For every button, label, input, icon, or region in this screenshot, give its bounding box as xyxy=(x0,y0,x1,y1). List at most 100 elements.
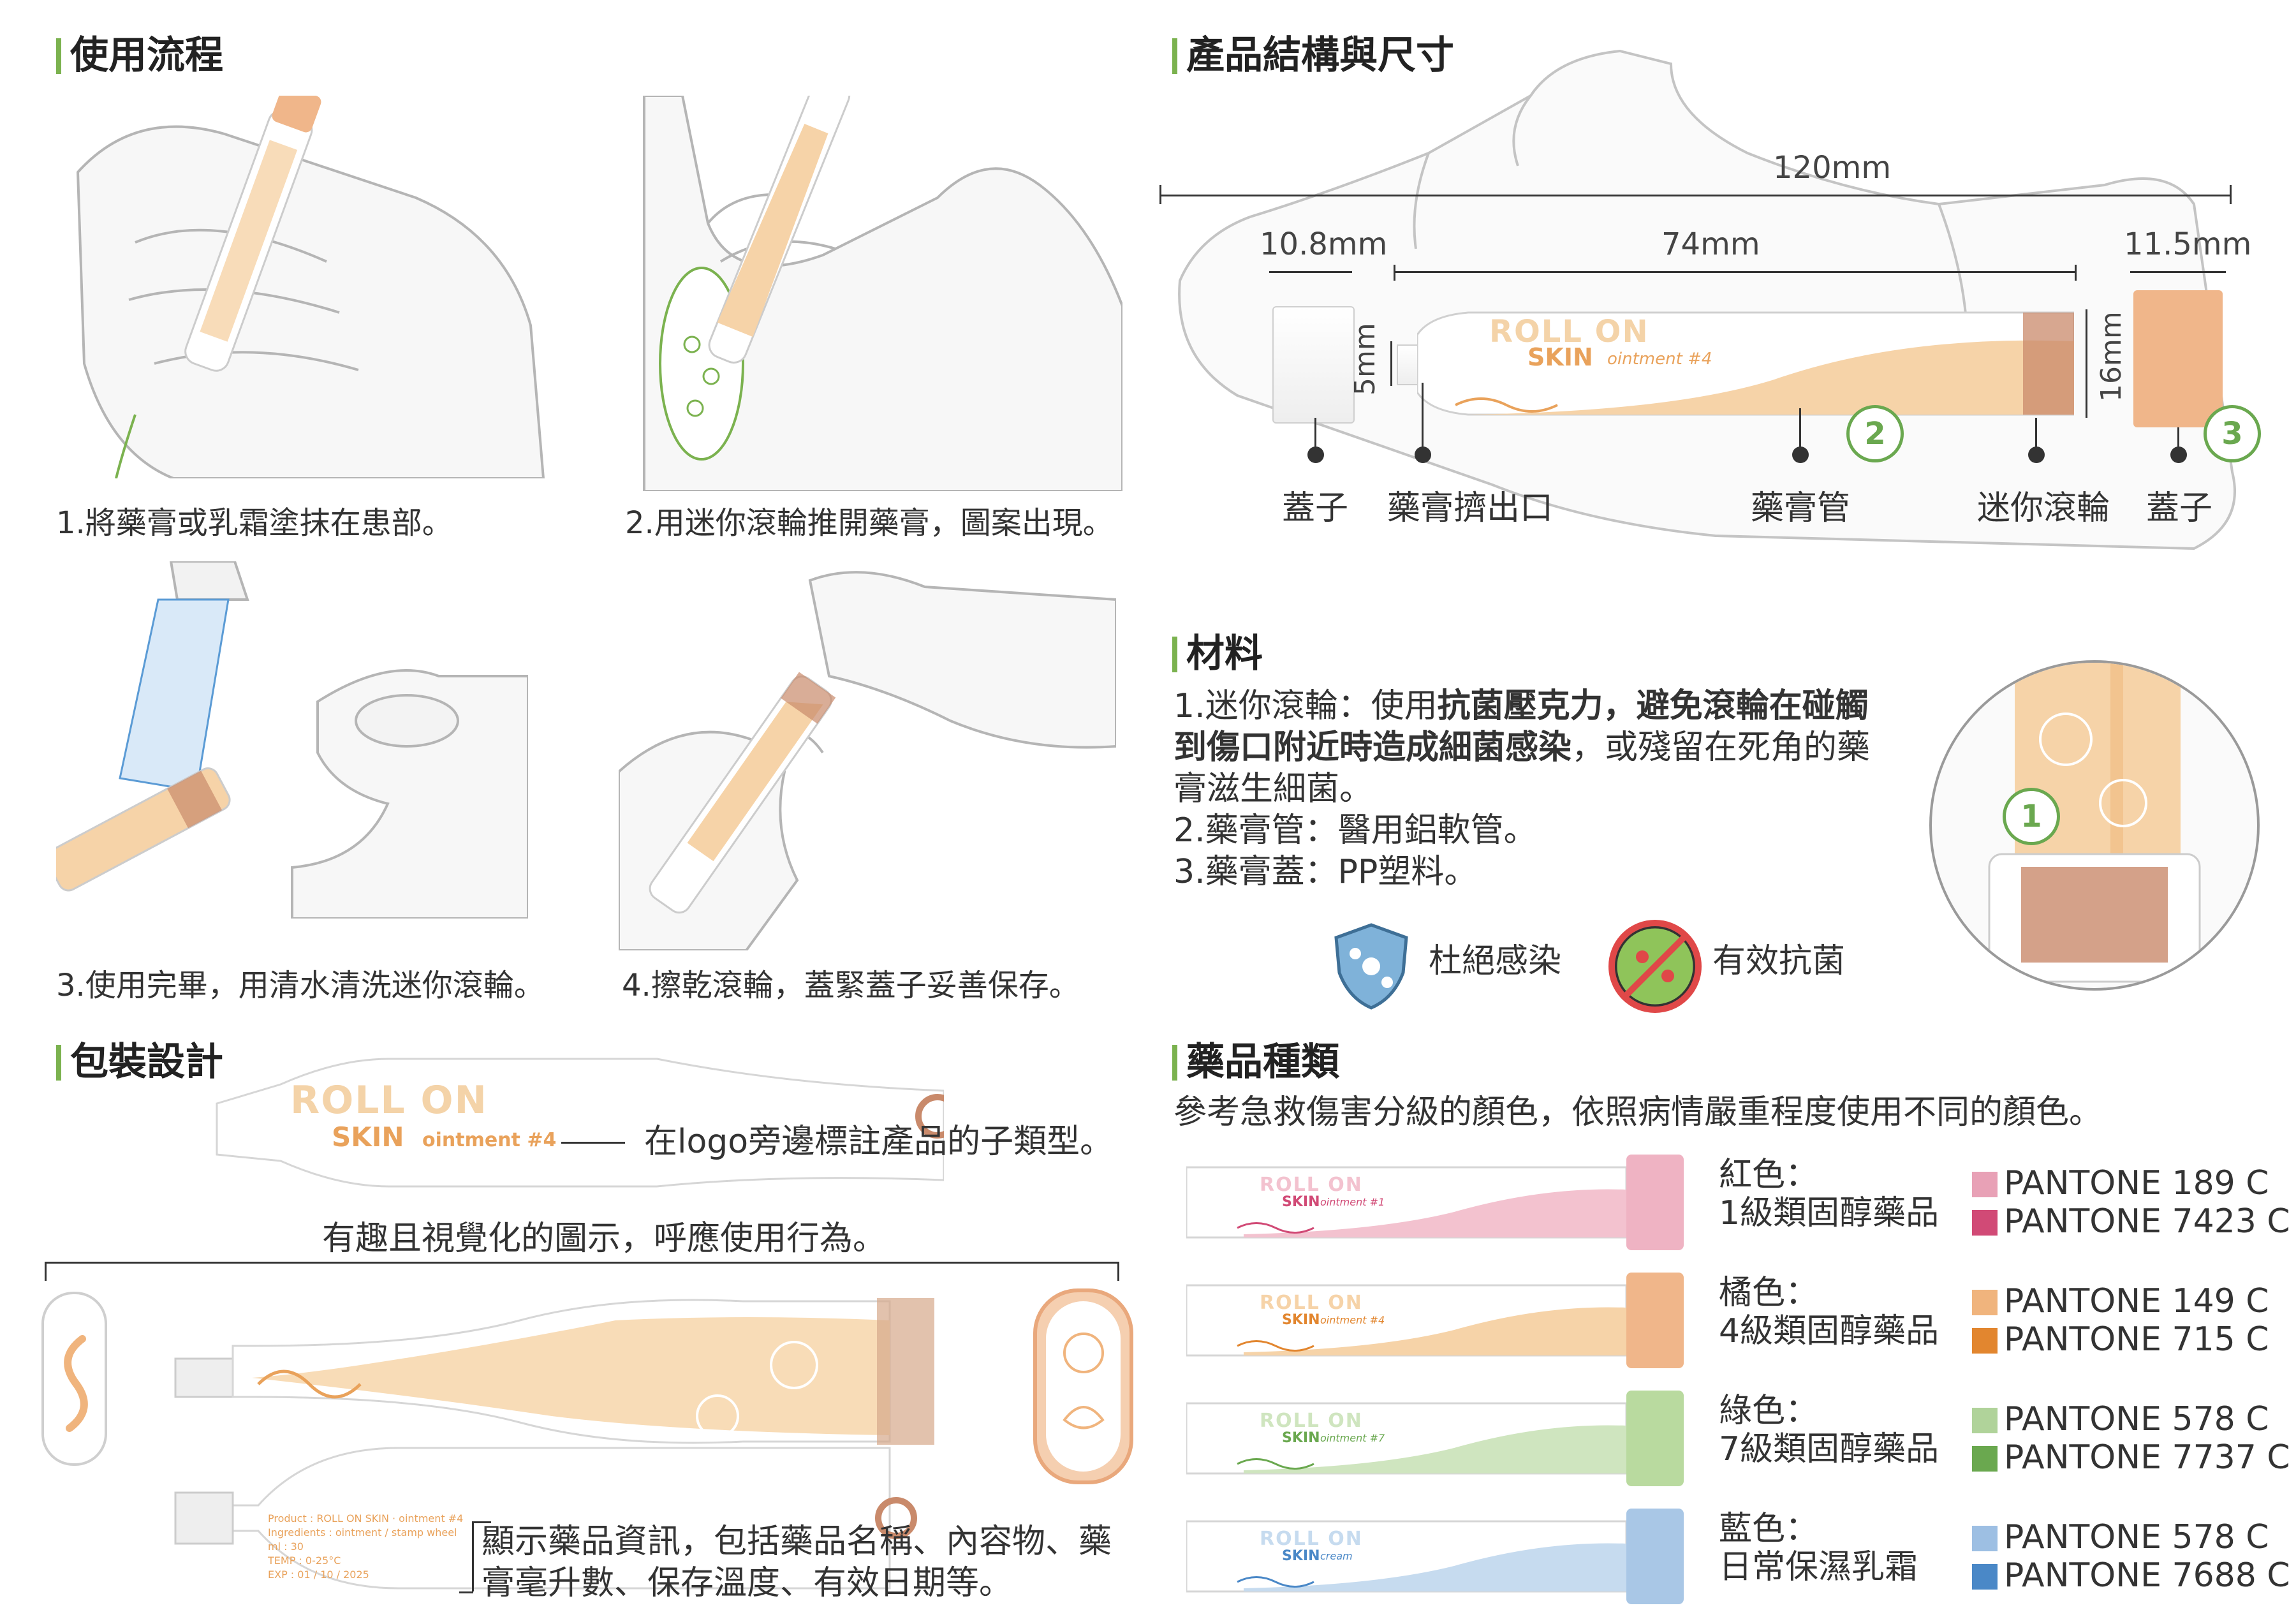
pointer-line xyxy=(459,1591,473,1593)
pointer-line xyxy=(1314,418,1316,450)
pointer-line xyxy=(2035,418,2037,450)
pantone-label: PANTONE 149 C xyxy=(2004,1282,2269,1320)
material-line-3: 膏滋生細菌。 xyxy=(1174,770,1373,808)
pantone-swatch xyxy=(1972,1290,1998,1315)
type-color-name: 藍色： xyxy=(1719,1510,1819,1548)
pantone-swatch xyxy=(1972,1210,1998,1236)
pantone-swatch xyxy=(1972,1446,1998,1472)
pkg-logo-skin: SKIN xyxy=(332,1121,404,1153)
pantone-swatch xyxy=(1972,1328,1998,1354)
dim-nozzle: 5mm xyxy=(1349,323,1381,395)
pointer-line xyxy=(472,1521,491,1523)
pointer-line xyxy=(561,1142,625,1144)
section-title-material: 材料 xyxy=(1172,631,1263,676)
pkg-note-subtype: 在logo旁邊標註產品的子類型。 xyxy=(644,1123,1114,1161)
dim-tube-height-line xyxy=(2086,309,2087,418)
dim-line-cap-right xyxy=(2130,271,2226,273)
type-color-name: 橘色： xyxy=(1719,1274,1819,1312)
bracket-tick xyxy=(1117,1262,1119,1281)
pantone-label: PANTONE 7737 C xyxy=(2004,1438,2290,1477)
pkg-note-info-l2: 膏毫升數、保存溫度、有效日期等。 xyxy=(482,1564,1013,1602)
types-intro: 參考急救傷害分級的顏色，依照病情嚴重程度使用不同的顏色。 xyxy=(1174,1093,2103,1132)
type-logo-roll: ROLL ON xyxy=(1260,1410,1363,1432)
type-description: 日常保濕乳霜 xyxy=(1719,1548,1918,1586)
step2-caption: 2.用迷你滾輪推開藥膏，圖案出現。 xyxy=(625,505,1114,541)
dim-line-tube xyxy=(1394,271,2076,273)
nozzle xyxy=(1397,344,1420,385)
shield-icon xyxy=(1330,922,1413,1011)
pantone-label: PANTONE 578 C xyxy=(2004,1400,2269,1438)
pointer-line xyxy=(2177,427,2179,450)
type-logo-sub: ointment #1 xyxy=(1320,1196,1385,1208)
tube-logo-roll: ROLL ON xyxy=(1489,314,1649,350)
pkg-info-block: Product : ROLL ON SKIN · ointment #4 Ing… xyxy=(268,1512,464,1581)
pkg-note-info-l1: 顯示藥品資訊，包括藥品名稱、內容物、藥 xyxy=(482,1523,1112,1561)
pantone-label: PANTONE 7688 C xyxy=(2004,1556,2290,1595)
type-logo-roll: ROLL ON xyxy=(1260,1174,1363,1196)
type-tube xyxy=(1185,1273,1684,1368)
type-tube xyxy=(1185,1391,1684,1486)
step3-illustration xyxy=(46,560,529,920)
pantone-swatch xyxy=(1972,1408,1998,1433)
pantone-label: PANTONE 715 C xyxy=(2004,1320,2269,1359)
type-logo-skin: SKIN xyxy=(1282,1312,1320,1328)
type-logo-sub: cream xyxy=(1320,1550,1353,1562)
pkg-side-badge-left xyxy=(41,1292,107,1466)
step2-illustration xyxy=(631,77,1124,492)
pkg-logo-sub: ointment #4 xyxy=(422,1129,557,1151)
bracket-line xyxy=(45,1262,1119,1264)
section-title-packaging: 包裝設計 xyxy=(56,1040,223,1084)
label-cap-left: 蓋子 xyxy=(1282,489,1349,528)
label-tube: 藥膏管 xyxy=(1751,489,1851,528)
pantone-swatch xyxy=(1972,1526,1998,1551)
type-logo-skin: SKIN xyxy=(1282,1194,1320,1210)
material-line-5: 3.藥膏蓋：PP塑料。 xyxy=(1174,853,1478,891)
left-cap xyxy=(1272,306,1355,424)
type-logo-roll: ROLL ON xyxy=(1260,1528,1363,1550)
tube-logo-skin: SKIN xyxy=(1527,343,1593,371)
type-tube xyxy=(1185,1509,1684,1604)
pantone-label: PANTONE 7423 C xyxy=(2004,1202,2290,1241)
material-line-4: 2.藥膏管：醫用鋁軟管。 xyxy=(1174,811,1537,850)
pointer-line xyxy=(472,1521,474,1591)
type-logo-skin: SKIN xyxy=(1282,1548,1320,1564)
right-cap xyxy=(2133,290,2223,427)
roller-zoom-detail xyxy=(1929,660,2260,991)
section-title-usage: 使用流程 xyxy=(56,33,223,78)
pointer-line xyxy=(1422,383,1424,450)
bracket-tick xyxy=(45,1262,47,1281)
section-title-types: 藥品種類 xyxy=(1172,1040,1339,1084)
type-tube xyxy=(1185,1155,1684,1250)
dim-cap-right: 11.5mm xyxy=(2124,226,2252,262)
callout-1: 1 xyxy=(2003,788,2060,845)
type-logo-skin: SKIN xyxy=(1282,1430,1320,1446)
pantone-label: PANTONE 578 C xyxy=(2004,1518,2269,1556)
dim-tube: 74mm xyxy=(1661,226,1760,262)
step1-caption: 1.將藥膏或乳霜塗抹在患部。 xyxy=(56,505,453,541)
dim-tick xyxy=(2075,265,2077,281)
step3-caption: 3.使用完畢，用清水清洗迷你滾輪。 xyxy=(56,968,545,1003)
section-title-structure: 產品結構與尺寸 xyxy=(1172,33,1454,78)
dim-tube-height: 16mm xyxy=(2095,311,2128,402)
callout-2: 2 xyxy=(1846,405,1904,462)
type-color-name: 綠色： xyxy=(1719,1392,1819,1430)
pkg-logo-roll: ROLL ON xyxy=(290,1078,488,1123)
dim-tick xyxy=(1159,185,1161,204)
badge-antibacterial: 有效抗菌 xyxy=(1712,942,1846,980)
dim-line-total xyxy=(1159,195,2231,196)
type-logo-sub: ointment #4 xyxy=(1320,1314,1385,1326)
badge-no-infection: 杜絕感染 xyxy=(1429,942,1562,980)
step4-caption: 4.擦乾滾輪，蓋緊蓋子妥善保存。 xyxy=(622,968,1080,1003)
type-logo-roll: ROLL ON xyxy=(1260,1292,1363,1314)
pkg-unfolded xyxy=(169,1295,953,1595)
pointer-line xyxy=(1799,408,1801,450)
pantone-label: PANTONE 189 C xyxy=(2004,1164,2269,1202)
dim-nozzle-line xyxy=(1390,341,1392,386)
tube-logo-sub: ointment #4 xyxy=(1607,350,1712,369)
material-line-2: 到傷口附近時造成細菌感染，或殘留在死角的藥 xyxy=(1174,728,1871,767)
callout-3: 3 xyxy=(2204,405,2261,462)
pkg-cap-end xyxy=(1033,1288,1133,1484)
pantone-swatch xyxy=(1972,1172,1998,1197)
step1-illustration xyxy=(59,85,550,480)
type-color-name: 紅色： xyxy=(1719,1156,1819,1194)
